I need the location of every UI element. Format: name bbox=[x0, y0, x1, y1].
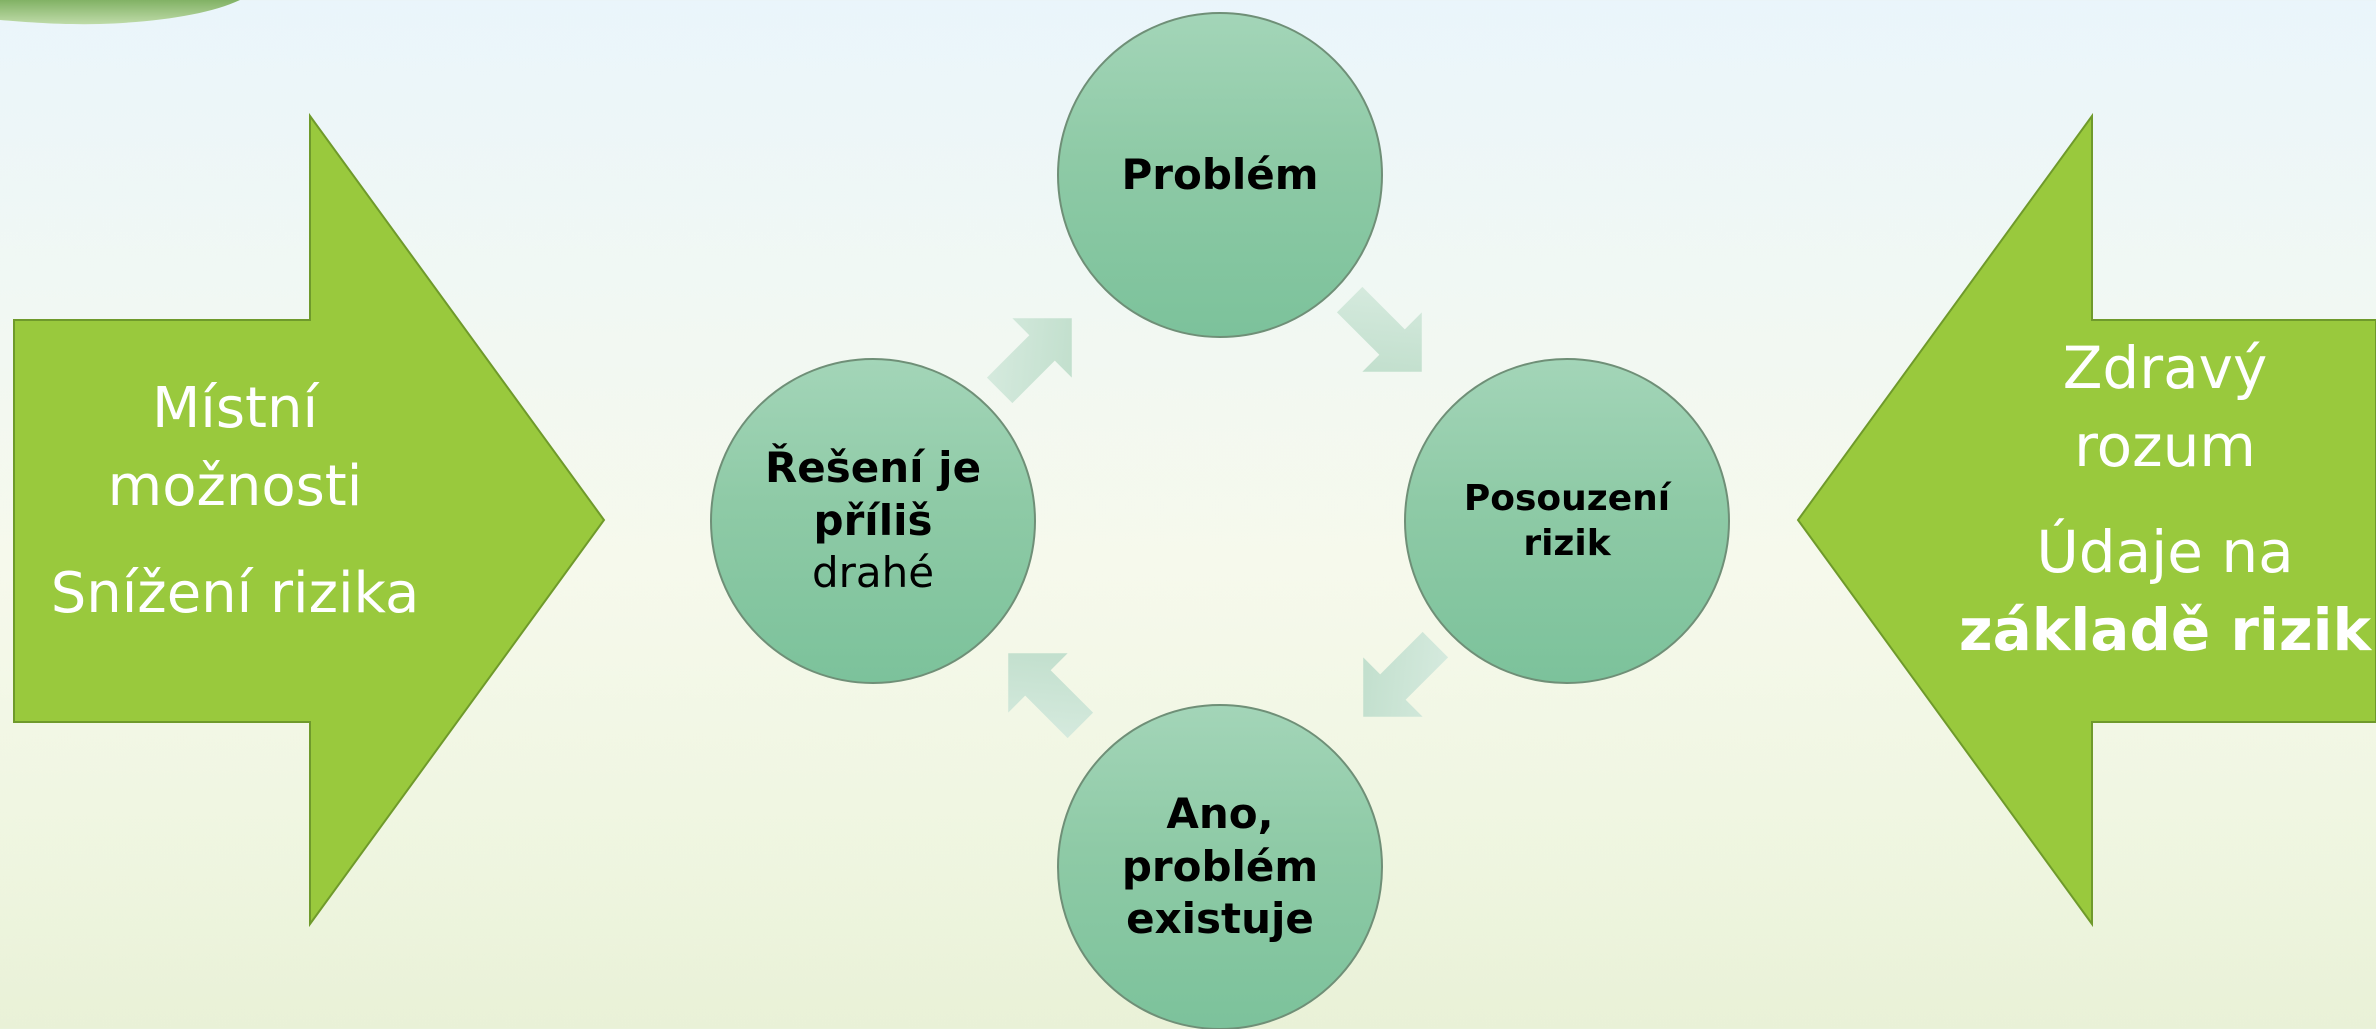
cycle-arrow-top-right bbox=[1336, 286, 1422, 372]
left-arrow-line-2: možnosti bbox=[107, 454, 363, 520]
too-expensive-line-2: příliš bbox=[813, 495, 933, 545]
cycle-node-risk-assessment-label: Posouzení rizik bbox=[1464, 476, 1670, 566]
problem-exists-line-1: Ano, bbox=[1166, 789, 1274, 839]
problem-exists-line-2: problém bbox=[1121, 841, 1319, 891]
right-arrow-shape bbox=[1796, 112, 2376, 928]
cycle-node-problem: Problém bbox=[1057, 12, 1383, 338]
right-arrow-line-2: rozum bbox=[2074, 411, 2256, 480]
right-arrow-line-1: Zdravý bbox=[2062, 334, 2268, 402]
right-arrow-gap bbox=[1955, 485, 2375, 514]
left-arrow-line-3: Snížení rizika bbox=[50, 560, 420, 626]
left-arrow-line-1: Místní bbox=[151, 376, 319, 441]
left-arrow-gap bbox=[20, 527, 450, 555]
cycle-node-problem-exists-label: Ano, problém existuje bbox=[1122, 788, 1318, 946]
cycle-arrow-right-bottom bbox=[1363, 631, 1449, 717]
cycle-node-problem-exists: Ano, problém existuje bbox=[1057, 704, 1383, 1029]
problem-exists-line-3: existuje bbox=[1126, 894, 1314, 944]
right-arrow-line-3: Údaje na bbox=[2036, 518, 2294, 587]
risk-assessment-line-1: Posouzení bbox=[1463, 478, 1671, 519]
left-arrow-label: Místní možnosti Snížení rizika bbox=[20, 370, 450, 633]
left-arrow-shape bbox=[13, 112, 606, 928]
right-arrow-label: Zdravý rozum Údaje na základě rizik bbox=[1955, 330, 2375, 670]
cycle-arrow-bottom-left bbox=[1008, 653, 1094, 739]
cycle-node-too-expensive-label: Řešení je příliš drahé bbox=[765, 442, 981, 600]
too-expensive-line-3: drahé bbox=[811, 548, 935, 598]
right-arrow-line-4: základě rizik bbox=[1958, 596, 2372, 665]
cycle-node-problem-label: Problém bbox=[1121, 149, 1319, 199]
cycle-node-risk-assessment: Posouzení rizik bbox=[1404, 358, 1730, 684]
cycle-node-too-expensive: Řešení je příliš drahé bbox=[710, 358, 1036, 684]
cycle-arrow-left-top bbox=[986, 318, 1072, 404]
too-expensive-line-1: Řešení je bbox=[764, 443, 982, 493]
grass-decoration bbox=[0, 0, 240, 25]
risk-assessment-line-2: rizik bbox=[1523, 523, 1611, 564]
